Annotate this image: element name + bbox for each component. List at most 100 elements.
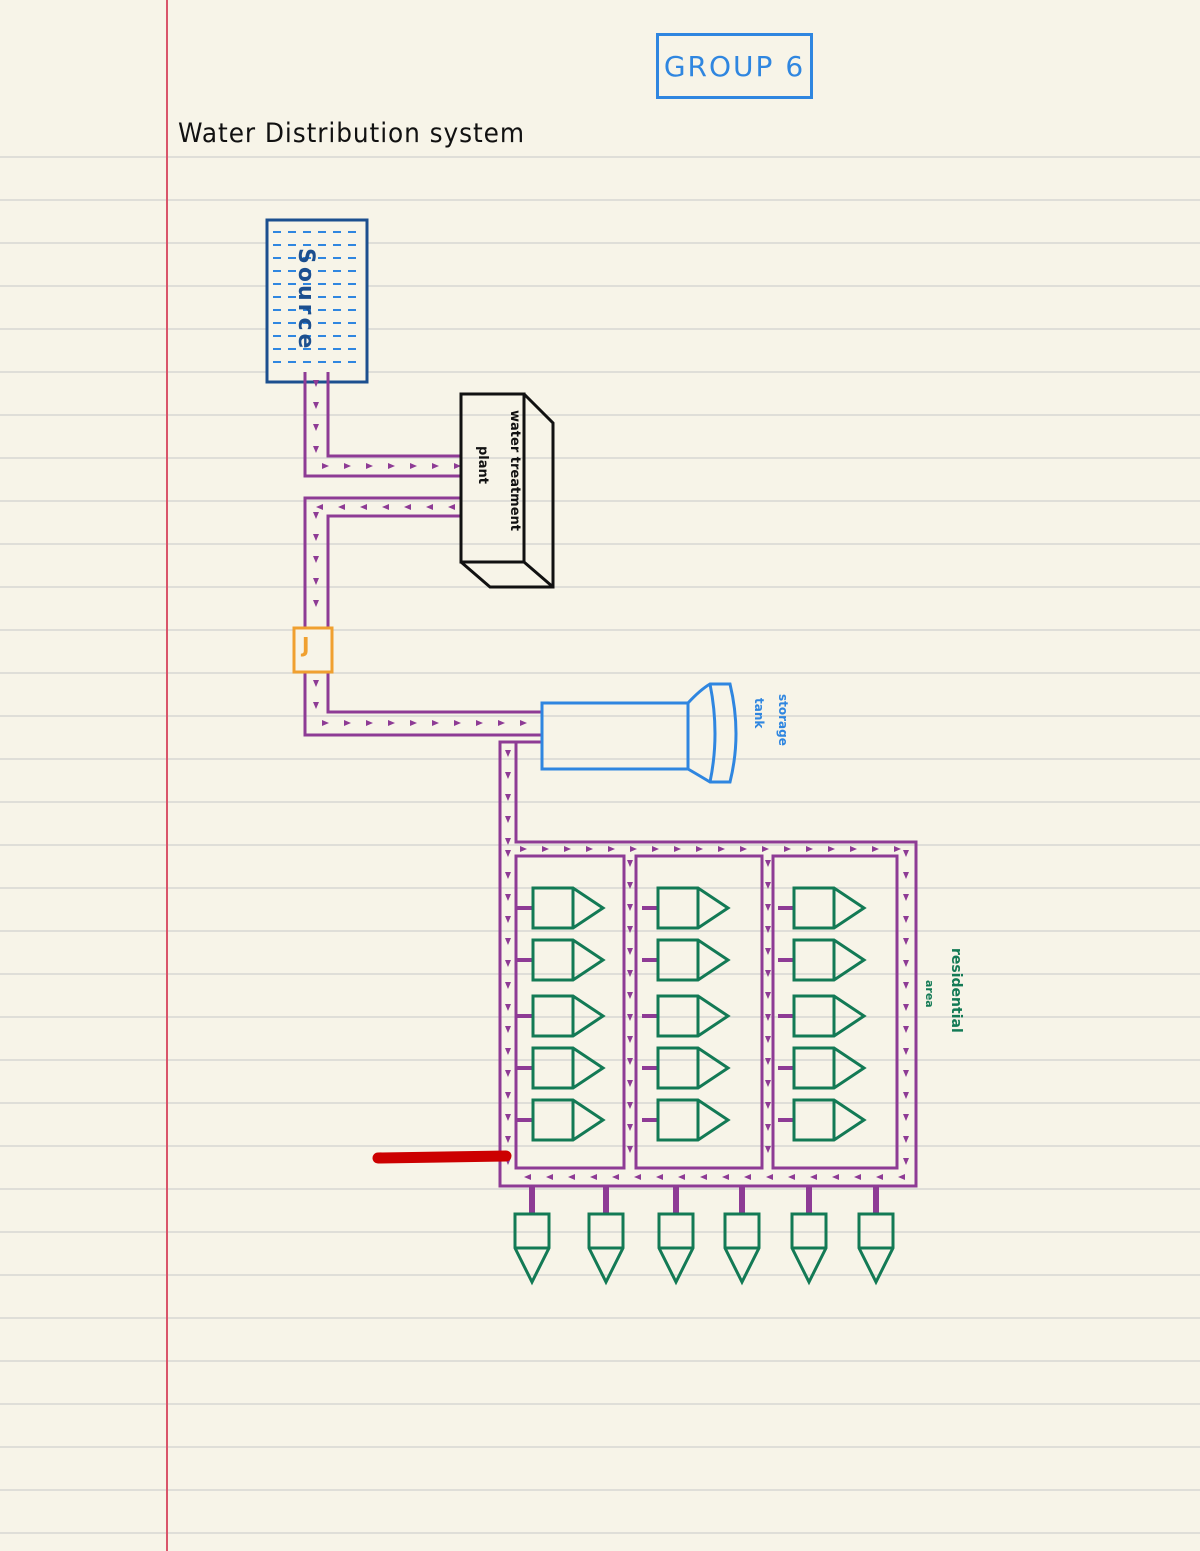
house xyxy=(531,886,606,930)
flow-arrow xyxy=(674,846,681,852)
flow-arrow xyxy=(505,916,511,923)
flow-arrow xyxy=(740,846,747,852)
flow-arrow xyxy=(903,1114,909,1121)
house xyxy=(723,1212,761,1286)
flow-arrow xyxy=(898,1174,905,1180)
flow-arrow xyxy=(448,504,455,510)
flow-arrow xyxy=(505,1070,511,1077)
flow-arrow xyxy=(505,1114,511,1121)
flow-arrow xyxy=(765,992,771,999)
flow-arrow xyxy=(388,463,395,469)
flow-arrow xyxy=(784,846,791,852)
flow-arrow xyxy=(313,680,319,687)
flow-arrow xyxy=(627,882,633,889)
flow-arrow xyxy=(388,720,395,726)
junction-box xyxy=(292,626,334,674)
flow-arrow xyxy=(765,1102,771,1109)
house xyxy=(587,1212,625,1286)
flow-arrow xyxy=(505,1026,511,1033)
flow-arrow xyxy=(313,556,319,563)
flow-arrow xyxy=(546,1174,553,1180)
house xyxy=(792,1098,867,1142)
flow-arrow xyxy=(806,846,813,852)
residential-area-label: residential xyxy=(948,948,964,1033)
flow-arrow xyxy=(627,970,633,977)
source-label: Source xyxy=(293,248,318,352)
house xyxy=(531,1046,606,1090)
flow-arrow xyxy=(854,1174,861,1180)
flow-arrow xyxy=(903,894,909,901)
flow-arrow xyxy=(432,463,439,469)
flow-arrow xyxy=(903,938,909,945)
flow-arrow xyxy=(612,1174,619,1180)
flow-arrow xyxy=(627,860,633,867)
storage-tank-label-2: tank xyxy=(752,698,766,729)
treatment-plant xyxy=(459,392,555,589)
flow-arrow xyxy=(832,1174,839,1180)
flow-arrow xyxy=(432,720,439,726)
flow-arrow xyxy=(765,1146,771,1153)
flow-arrow xyxy=(608,846,615,852)
house xyxy=(656,938,731,982)
flow-arrow xyxy=(627,1102,633,1109)
flow-arrow xyxy=(313,702,319,709)
flow-arrow xyxy=(627,1080,633,1087)
flow-arrow xyxy=(630,846,637,852)
flow-arrow xyxy=(586,846,593,852)
flow-arrow xyxy=(765,882,771,889)
residential-area-label-2: area xyxy=(923,980,936,1008)
flow-arrow xyxy=(344,463,351,469)
flow-arrow xyxy=(903,916,909,923)
flow-arrow xyxy=(765,1058,771,1065)
flow-arrow xyxy=(903,1158,909,1165)
flow-arrow xyxy=(894,846,901,852)
flow-arrow xyxy=(700,1174,707,1180)
flow-arrow xyxy=(903,872,909,879)
flow-arrow xyxy=(903,1048,909,1055)
flow-arrow xyxy=(426,504,433,510)
house xyxy=(656,886,731,930)
flow-arrow xyxy=(744,1174,751,1180)
flow-arrow xyxy=(322,463,329,469)
flow-arrow xyxy=(360,504,367,510)
storage-tank-label: storage xyxy=(776,694,790,746)
house xyxy=(792,994,867,1038)
storage-tank xyxy=(540,682,738,784)
flow-arrow xyxy=(590,1174,597,1180)
flow-arrow xyxy=(722,1174,729,1180)
leak-marker xyxy=(372,1150,512,1164)
flow-arrow xyxy=(410,463,417,469)
flow-arrow xyxy=(765,1124,771,1131)
flow-arrow xyxy=(505,794,511,801)
flow-arrow xyxy=(766,1174,773,1180)
flow-arrow xyxy=(903,960,909,967)
flow-arrow xyxy=(765,1014,771,1021)
flow-arrow xyxy=(568,1174,575,1180)
house xyxy=(656,1098,731,1142)
group-label-box: GROUP 6 xyxy=(656,33,813,99)
flow-arrow xyxy=(313,380,319,387)
flow-arrow xyxy=(903,1070,909,1077)
flow-arrow xyxy=(313,578,319,585)
flow-arrow xyxy=(313,512,319,519)
flow-arrow xyxy=(903,1026,909,1033)
flow-arrow xyxy=(788,1174,795,1180)
flow-arrows xyxy=(313,380,909,1180)
flow-arrow xyxy=(876,1174,883,1180)
flow-arrow xyxy=(505,750,511,757)
flow-arrow xyxy=(627,1036,633,1043)
pipe-network xyxy=(303,372,918,1188)
treatment-plant-label: water treatment xyxy=(507,410,522,532)
flow-arrow xyxy=(627,1124,633,1131)
house xyxy=(656,994,731,1038)
ruled-lines xyxy=(0,156,1200,1534)
flow-arrow xyxy=(627,1014,633,1021)
flow-arrow xyxy=(765,860,771,867)
flow-arrow xyxy=(505,838,511,845)
flow-arrow xyxy=(505,1004,511,1011)
flow-arrow xyxy=(505,982,511,989)
house xyxy=(657,1212,695,1286)
house xyxy=(792,938,867,982)
flow-arrow xyxy=(718,846,725,852)
